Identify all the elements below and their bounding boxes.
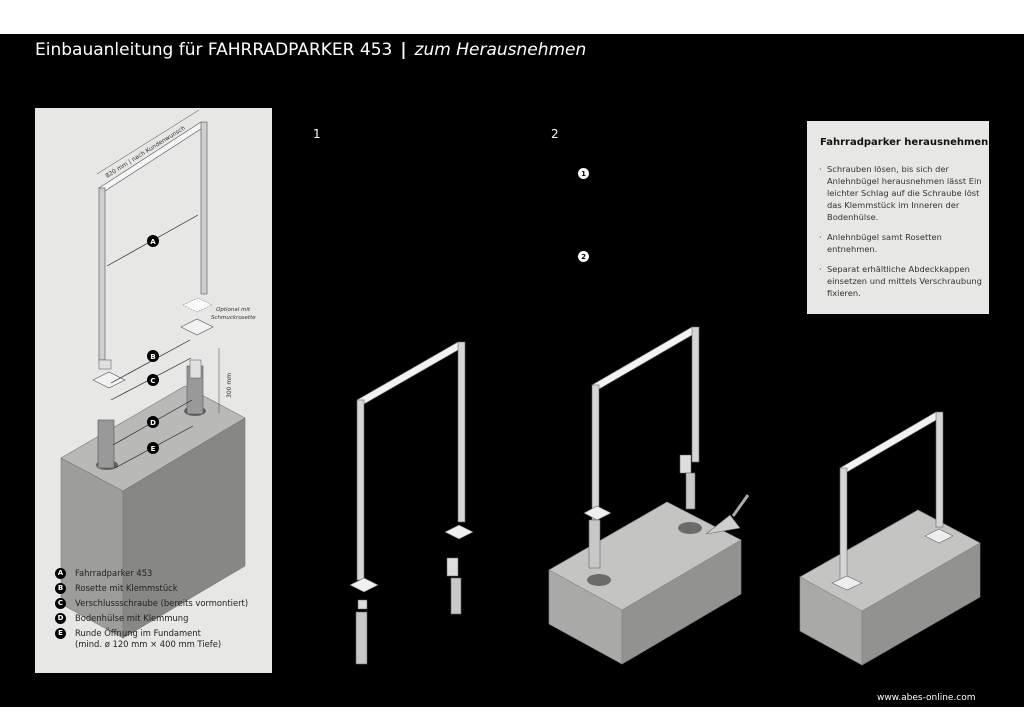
legend-text-e-line1: Runde Öffnung im Fundament [75, 628, 201, 638]
instructions-list: · Schrauben lösen, bis sich der Anlehnbü… [819, 163, 984, 307]
title-subtitle: zum Herausnehmen [414, 40, 587, 60]
legend-item-b: B Rosette mit Klemmstück [55, 583, 270, 594]
legend-item-a: A Fahrradparker 453 [55, 568, 270, 579]
legend-letter-d: D [55, 613, 66, 624]
optional-note-line1: Optional mit [216, 307, 251, 313]
legend-text-c: Verschlussschraube (bereits vormontiert) [75, 598, 249, 608]
legend-text-a: Fahrradparker 453 [75, 568, 153, 578]
legend: A Fahrradparker 453 B Rosette mit Klemms… [55, 568, 270, 654]
legend-text-b: Rosette mit Klemmstück [75, 583, 178, 593]
callout-e-label: E [151, 445, 156, 453]
instruction-bullet: · [819, 232, 822, 242]
legend-item-c: C Verschlussschraube (bereits vormontier… [55, 598, 270, 609]
instruction-item: · Separat erhältliche Abdeckkappen einse… [819, 263, 984, 299]
legend-item-e: E Runde Öffnung im Fundament(mind. ø 120… [55, 628, 270, 650]
dimension-depth-label: 300 mm [226, 373, 233, 398]
website-link[interactable]: www.abes-online.com [877, 693, 976, 703]
instruction-item: · Anlehnbügel samt Rosetten entnehmen. [819, 231, 984, 255]
instructions-title: Fahrradparker herausnehmen [820, 137, 989, 148]
legend-letter-c: C [55, 598, 66, 609]
substep-1-bullet: 1 [578, 168, 589, 179]
dimension-width-label: 820 mm | nach Kundenwunsch [104, 125, 186, 180]
step-1-number: 1 [313, 127, 321, 141]
legend-letter-b: B [55, 583, 66, 594]
title-separator: | [400, 40, 407, 60]
legend-letter-e: E [55, 628, 66, 639]
callout-a [147, 235, 159, 247]
title-main: Einbauanleitung für FAHRRADPARKER 453 [35, 40, 393, 60]
exploded-view-drawing: 820 mm | nach Kundenwunsch 300 mm Option… [60, 109, 256, 639]
page-title: Einbauanleitung für FAHRRADPARKER 453 | zu… [35, 40, 586, 60]
callout-d-label: D [150, 419, 156, 427]
callout-b-label: B [150, 353, 155, 361]
overview-panel: 820 mm | nach Kundenwunsch 300 mm Option… [35, 108, 272, 673]
optional-note-line2: Schmuckrosette [211, 315, 256, 321]
callout-d [147, 416, 159, 428]
substep-2-bullet: 2 [578, 251, 589, 262]
legend-text-e-line2: (mind. ø 120 mm × 400 mm Tiefe) [75, 639, 222, 649]
instruction-bullet: · [819, 264, 822, 274]
callout-c-label: C [150, 377, 155, 385]
legend-text-d: Bodenhülse mit Klemmung [75, 613, 189, 623]
instruction-text: Schrauben lösen, bis sich der Anlehnbüge… [827, 164, 982, 222]
callout-b [147, 350, 159, 362]
instructions-box: Fahrradparker herausnehmen · Schrauben l… [807, 121, 989, 314]
callout-c [147, 374, 159, 386]
instruction-item: · Schrauben lösen, bis sich der Anlehnbü… [819, 163, 984, 223]
instruction-text: Separat erhältliche Abdeckkappen einsetz… [827, 264, 982, 298]
legend-letter-a: A [55, 568, 66, 579]
step-2-number: 2 [551, 127, 559, 141]
callout-e [147, 442, 159, 454]
instruction-bullet: · [819, 164, 822, 174]
instruction-text: Anlehnbügel samt Rosetten entnehmen. [827, 232, 942, 254]
legend-text-e: Runde Öffnung im Fundament(mind. ø 120 m… [75, 628, 221, 650]
callout-a-label: A [150, 238, 156, 246]
legend-item-d: D Bodenhülse mit Klemmung [55, 613, 270, 624]
